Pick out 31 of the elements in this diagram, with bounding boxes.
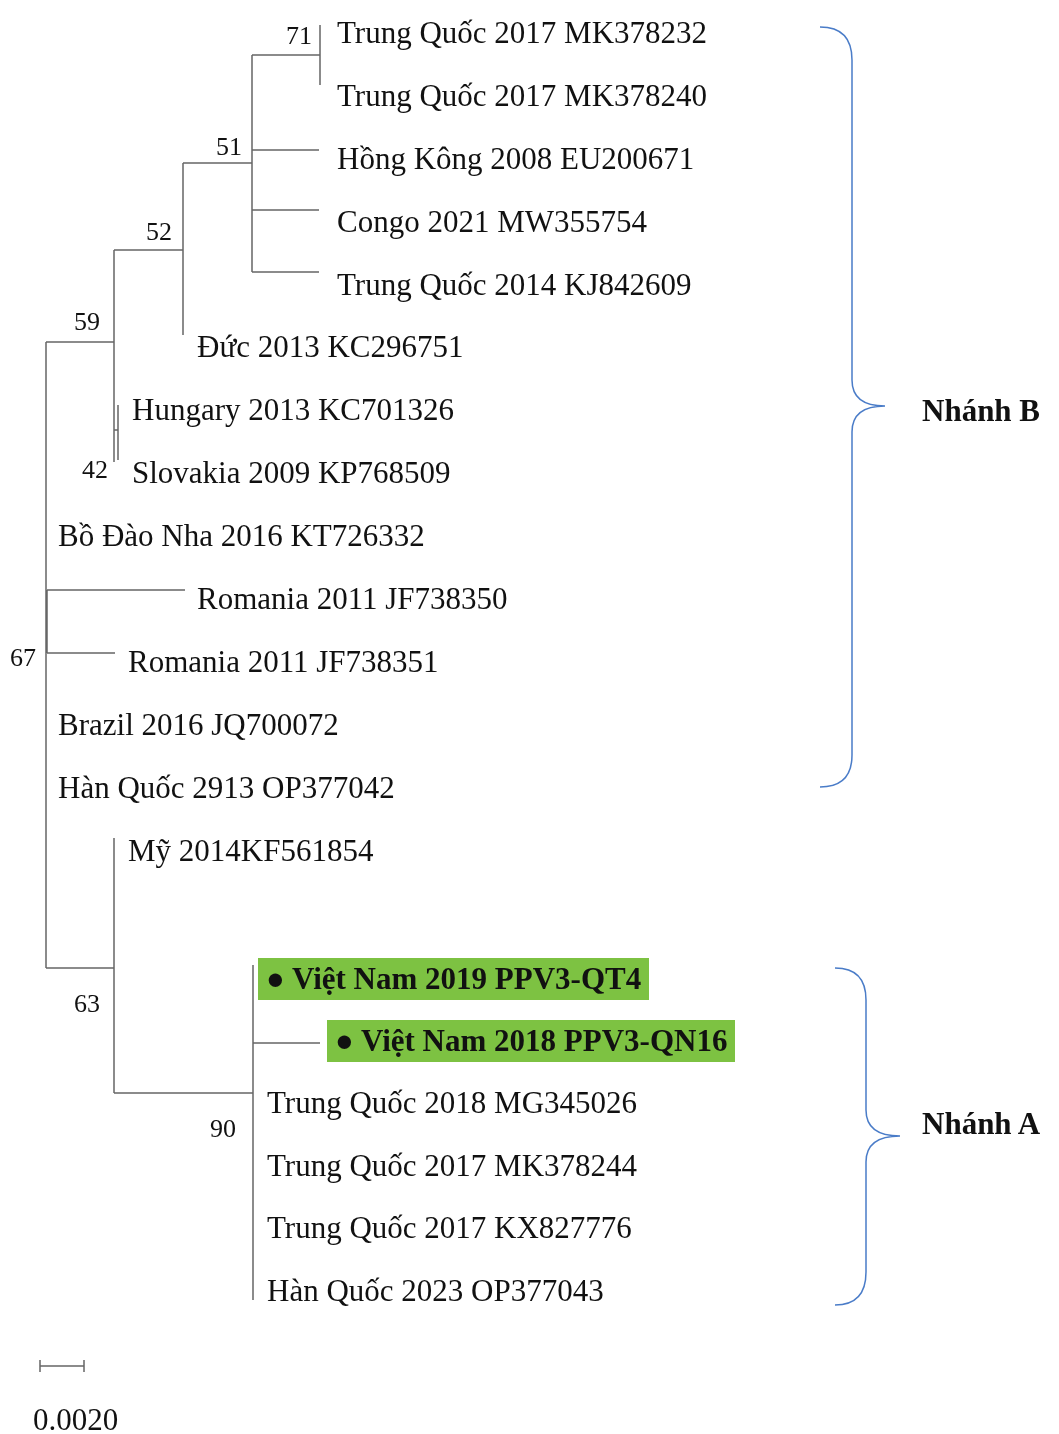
- taxon-label: Hồng Kông 2008 EU200671: [337, 142, 695, 176]
- clade-label: Nhánh B: [922, 394, 1041, 428]
- bootstrap-value: 63: [74, 988, 100, 1020]
- taxon-label: Mỹ 2014KF561854: [128, 834, 374, 868]
- clade-label: Nhánh A: [922, 1107, 1041, 1141]
- bootstrap-value: 67: [10, 642, 36, 674]
- taxon-label: Trung Quốc 2017 KX827776: [267, 1211, 632, 1245]
- taxon-label: Brazil 2016 JQ700072: [58, 708, 339, 742]
- taxon-label: Trung Quốc 2018 MG345026: [267, 1086, 638, 1120]
- taxon-label: Hàn Quốc 2023 OP377043: [267, 1274, 604, 1308]
- bootstrap-value: 71: [286, 20, 312, 52]
- taxon-label: Romania 2011 JF738350: [197, 582, 508, 616]
- highlighted-taxon-label: ● Việt Nam 2018 PPV3-QN16: [327, 1020, 736, 1062]
- bootstrap-value: 51: [216, 131, 242, 163]
- taxon-label: Trung Quốc 2017 MK378232: [337, 16, 708, 50]
- bootstrap-value: 90: [210, 1113, 236, 1145]
- taxon-label: Hungary 2013 KC701326: [132, 393, 455, 427]
- taxon-label: Đức 2013 KC296751: [197, 330, 464, 364]
- taxon-label: Trung Quốc 2017 MK378244: [267, 1149, 638, 1183]
- bootstrap-value: 52: [146, 216, 172, 248]
- taxon-label: Trung Quốc 2014 KJ842609: [337, 268, 692, 302]
- taxon-label: Trung Quốc 2017 MK378240: [337, 79, 708, 113]
- bootstrap-value: 42: [82, 454, 108, 486]
- highlighted-taxon-label: ● Việt Nam 2019 PPV3-QT4: [258, 958, 650, 1000]
- taxon-label: Hàn Quốc 2913 OP377042: [58, 771, 395, 805]
- taxon-label: Romania 2011 JF738351: [128, 645, 439, 679]
- taxon-label: Slovakia 2009 KP768509: [132, 456, 451, 490]
- taxon-label: Bồ Đào Nha 2016 KT726332: [58, 519, 425, 553]
- taxon-label: Congo 2021 MW355754: [337, 205, 647, 239]
- scale-value: 0.0020: [33, 1403, 119, 1434]
- bootstrap-value: 59: [74, 306, 100, 338]
